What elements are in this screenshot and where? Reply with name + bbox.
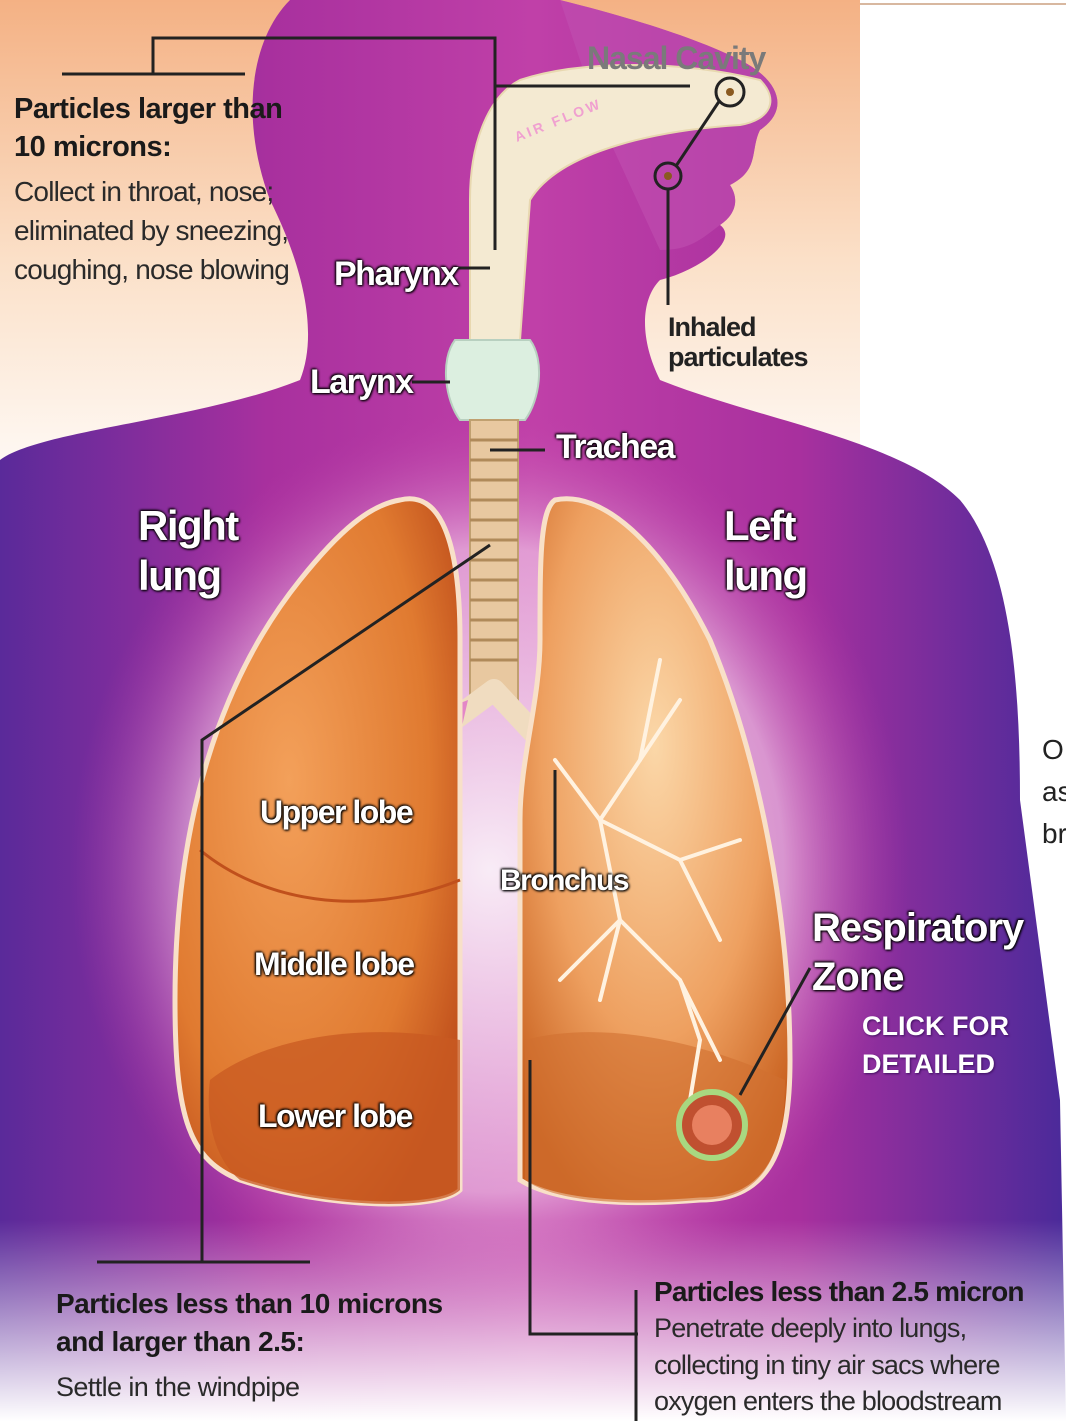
right-lung-label-line1: Right (138, 502, 238, 550)
nasal-cavity-label: Nasal Cavity (587, 40, 765, 77)
inhaled-particulates-label-line1: Inhaled (668, 312, 756, 343)
click-for-line2: DETAILED (862, 1045, 1009, 1083)
respiratory-zone-label-line1: Respiratory (812, 906, 1023, 951)
larynx-shape (446, 340, 539, 420)
right-lung-label-line2: lung (138, 552, 221, 600)
large-particles-title-line2: 10 microns: (14, 131, 171, 164)
large-particles-body-line2: eliminated by sneezing, (14, 215, 288, 247)
lower-lobe-label: Lower lobe (258, 1098, 412, 1135)
large-particles-body-line3: coughing, nose blowing (14, 254, 289, 286)
large-particles-body-line1: Collect in throat, nose; (14, 176, 273, 208)
larynx-label: Larynx (310, 363, 413, 402)
medium-particles-title-line1: Particles less than 10 microns (56, 1288, 443, 1320)
small-particles-body-line3: oxygen enters the bloodstream (654, 1386, 1002, 1417)
small-particles-body-line1: Penetrate deeply into lungs, (654, 1313, 966, 1344)
upper-lobe-label: Upper lobe (260, 794, 412, 831)
left-lung-label-line1: Left (724, 502, 795, 550)
left-lung-label-line2: lung (724, 552, 807, 600)
cut-text-2: as (1042, 776, 1066, 808)
large-particles-title-line1: Particles larger than (14, 93, 282, 126)
medium-particles-title-line2: and larger than 2.5: (56, 1326, 304, 1358)
cut-text-3: br (1042, 818, 1066, 850)
trachea-label: Trachea (556, 428, 674, 467)
middle-lobe-label: Middle lobe (254, 946, 414, 983)
inhaled-particulates-label-line2: particulates (668, 342, 808, 373)
click-for-detailed-link[interactable]: CLICK FOR DETAILED (862, 1007, 1009, 1083)
pharynx-label: Pharynx (334, 255, 458, 294)
small-particles-title-line1: Particles less than 2.5 micron (654, 1276, 1024, 1308)
medium-particles-body-line1: Settle in the windpipe (56, 1372, 299, 1403)
cut-text-1: O (1042, 734, 1064, 766)
bronchus-label: Bronchus (500, 864, 628, 898)
small-particles-body-line2: collecting in tiny air sacs where (654, 1350, 1000, 1381)
click-for-line1: CLICK FOR (862, 1007, 1009, 1045)
respiratory-zone-label-line2: Zone (812, 955, 904, 1000)
